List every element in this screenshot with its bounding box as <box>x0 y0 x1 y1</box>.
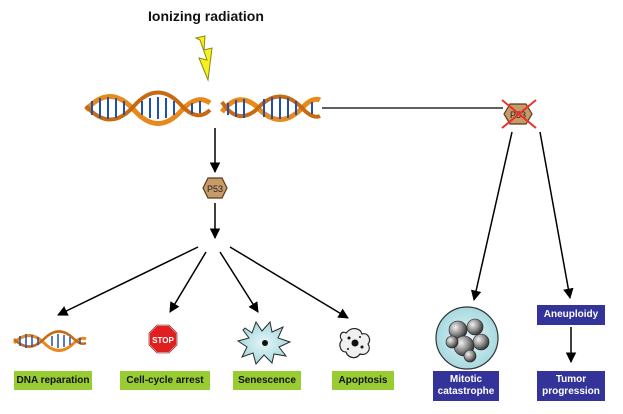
arrow-to-mitotic-catastrophe <box>470 131 513 302</box>
senescent-cell-icon <box>236 320 292 366</box>
stop-sign-text: STOP <box>152 336 174 345</box>
arrow-to-aneuploidy <box>539 131 574 300</box>
diagram-title: Ionizing radiation <box>148 8 264 24</box>
dna-repaired-icon <box>12 330 87 352</box>
stop-sign-icon: STOP <box>148 324 178 354</box>
arrow-to-apoptosis <box>229 246 349 319</box>
arrow-to-cell-cycle-arrest <box>169 251 207 313</box>
dna-helix-left-icon <box>84 90 212 126</box>
label-dna-reparation: DNA reparation <box>14 371 92 390</box>
label-cell-cycle-arrest: Cell-cycle arrest <box>120 371 210 390</box>
label-aneuploidy: Aneuploidy <box>537 305 605 325</box>
apoptotic-cell-icon <box>339 328 371 359</box>
label-senescence: Senescence <box>233 371 301 390</box>
lightning-bolt-icon <box>194 35 213 82</box>
p53-hexagon: P53 <box>202 177 228 199</box>
arrow-to-dna-reparation <box>57 246 199 316</box>
p53-label: P53 <box>207 184 223 194</box>
label-mitotic-catastrophe: Mitotic catastrophe <box>433 371 499 401</box>
arrow-to-senescence <box>219 251 259 313</box>
label-tumor-progression: Tumor progression <box>537 371 605 401</box>
p53-mutant-hexagon: P53 <box>501 99 537 129</box>
dna-helix-right-icon <box>219 94 322 122</box>
mitotic-catastrophe-cell-icon <box>435 306 499 370</box>
label-apoptosis: Apoptosis <box>332 371 394 390</box>
